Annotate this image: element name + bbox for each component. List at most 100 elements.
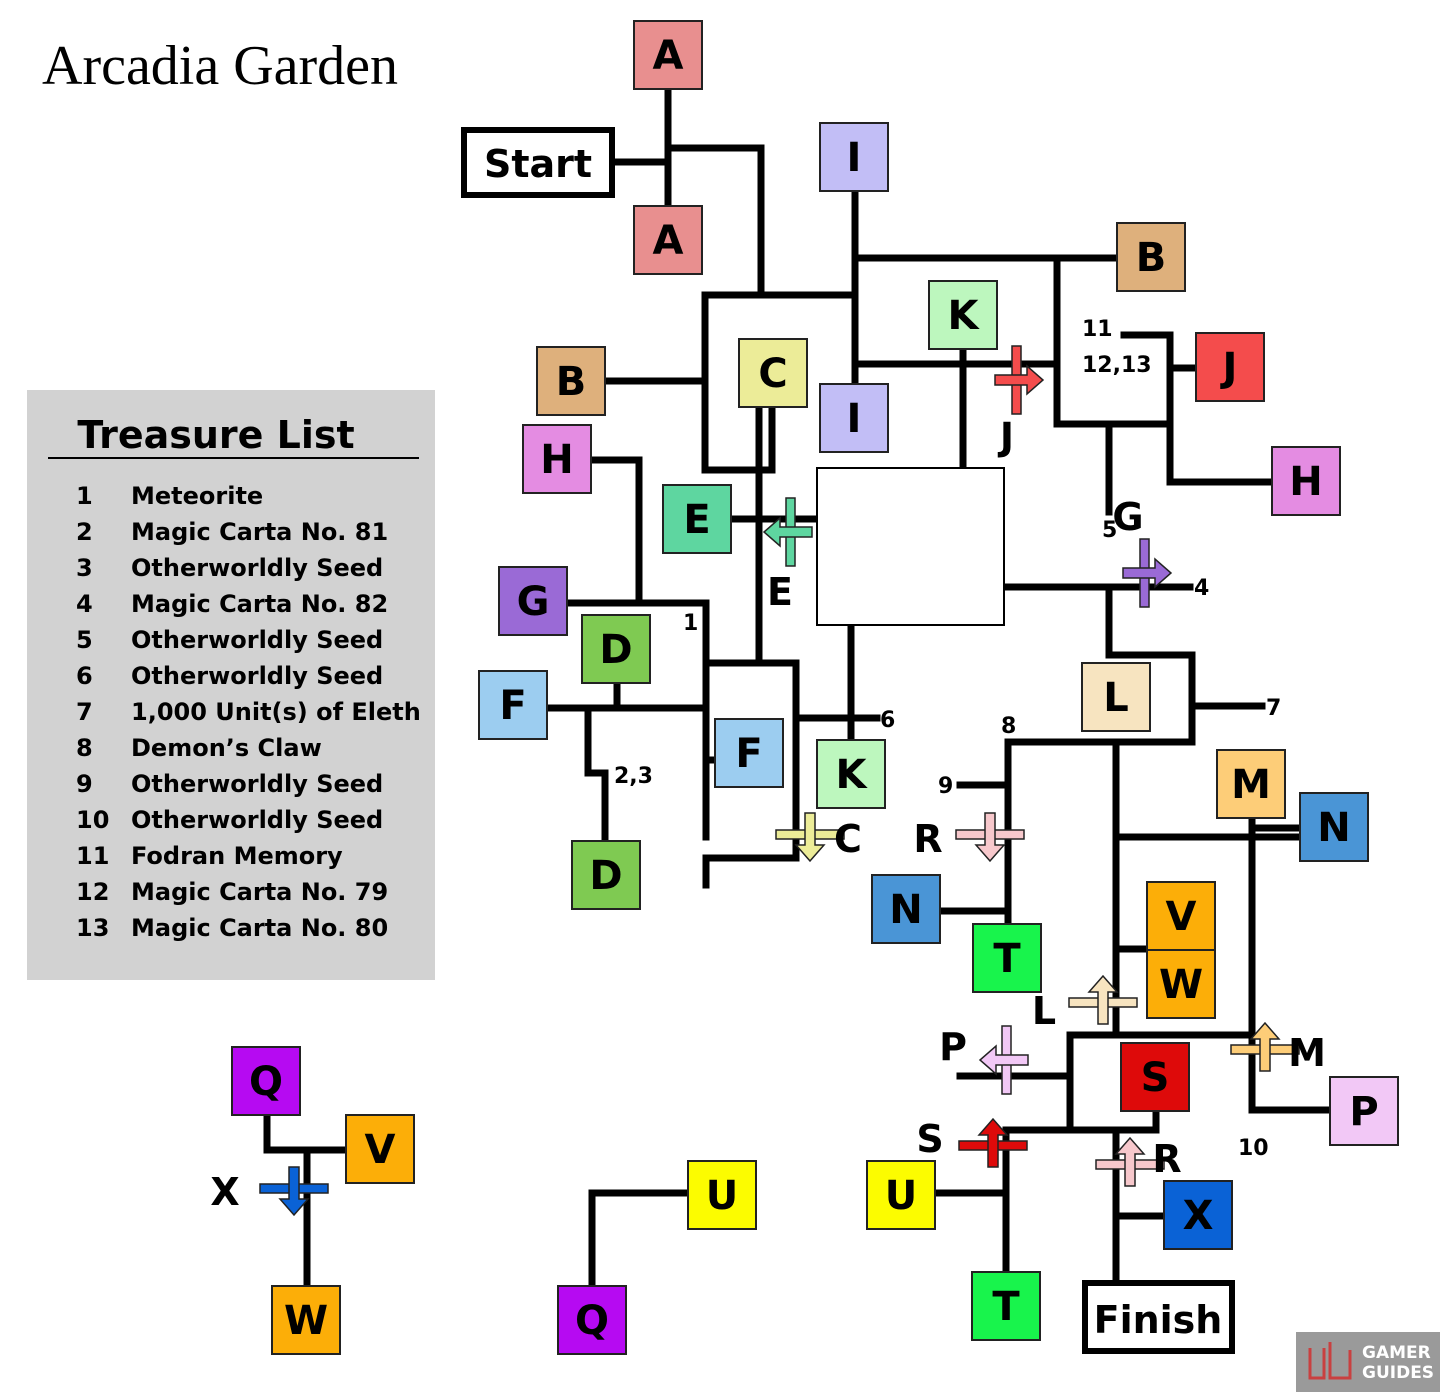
treasure-item-name: Magic Carta No. 82 (131, 590, 388, 618)
room-label: X (1183, 1193, 1214, 1239)
room-c: C (738, 338, 808, 408)
treasure-item-name: Otherworldly Seed (131, 806, 383, 834)
treasure-item-name: Magic Carta No. 80 (131, 914, 388, 942)
start-room: Start (461, 127, 615, 198)
room-label: T (992, 1284, 1020, 1330)
room-l: L (1081, 662, 1151, 732)
marker-11: 11 (1082, 317, 1113, 342)
room-label: E (683, 497, 710, 543)
room-f: F (714, 718, 784, 788)
one-way-arrow-m: M (1230, 1021, 1326, 1075)
central-chamber (816, 467, 1005, 626)
treasure-item-name: 1,000 Unit(s) of Eleth (131, 698, 421, 726)
room-a: A (633, 205, 703, 275)
room-b: B (536, 346, 606, 416)
marker-7: 7 (1266, 696, 1281, 721)
room-label: J (1220, 345, 1238, 391)
room-v: V (1146, 881, 1216, 951)
arrow-label: M (1288, 1031, 1326, 1075)
one-way-arrow-l: L (1032, 974, 1138, 1033)
room-label: D (589, 853, 622, 899)
treasure-item-number: 1 (76, 482, 93, 510)
treasure-markers: 1 2,3 4 5 6 7 8 9 10 11 12,13 (614, 317, 1281, 1161)
room-label: T (993, 936, 1021, 982)
arrow-label: S (916, 1117, 943, 1161)
arrow-label: R (913, 817, 942, 861)
treasure-item-number: 9 (76, 770, 93, 798)
arrow-label: J (997, 415, 1014, 459)
finish-room: Finish (1082, 1280, 1235, 1354)
arrow-left-icon (762, 497, 813, 567)
room-m: M (1216, 749, 1286, 819)
marker-2-3: 2,3 (614, 764, 653, 789)
marker-8: 8 (1001, 714, 1016, 739)
arrow-label: L (1032, 989, 1056, 1033)
room-label: N (1317, 805, 1350, 851)
marker-1: 1 (683, 611, 698, 636)
arrow-up-icon (1068, 974, 1138, 1025)
room-i: I (819, 122, 889, 192)
room-label: I (847, 396, 862, 442)
room-p: P (1329, 1076, 1399, 1146)
gg-logo-icon (1308, 1342, 1352, 1380)
treasure-item: 1 Meteorite (76, 482, 263, 510)
marker-6: 6 (880, 708, 895, 733)
map-title: Arcadia Garden (42, 35, 398, 97)
treasure-item-number: 11 (76, 842, 109, 870)
arrow-label: P (939, 1025, 967, 1069)
room-label: F (499, 683, 526, 729)
room-a: A (633, 20, 703, 90)
arrow-up-icon (958, 1117, 1028, 1168)
one-way-arrow-r: R (913, 812, 1025, 863)
room-t: T (972, 923, 1042, 993)
arrow-down-icon (259, 1166, 329, 1217)
treasure-item: 4 Magic Carta No. 82 (76, 590, 388, 618)
treasure-item-number: 8 (76, 734, 93, 762)
room-k: K (816, 739, 886, 809)
treasure-item-number: 3 (76, 554, 93, 582)
treasure-item-number: 7 (76, 698, 93, 726)
arrow-label: X (210, 1170, 239, 1214)
one-way-arrow-s: S (916, 1117, 1028, 1168)
arrow-up-icon (1230, 1021, 1300, 1072)
treasure-item-number: 5 (76, 626, 93, 654)
one-way-arrow-e: E (762, 497, 813, 614)
treasure-item-number: 4 (76, 590, 93, 618)
room-q: Q (557, 1285, 627, 1355)
room-label: K (948, 293, 981, 339)
room-label: C (758, 351, 787, 397)
one-way-arrow-r: R (1095, 1136, 1182, 1187)
finish-label: Finish (1094, 1298, 1223, 1342)
room-w: W (271, 1285, 341, 1355)
room-d: D (571, 840, 641, 910)
arrow-down-icon (775, 812, 845, 863)
marker-10: 10 (1238, 1136, 1269, 1161)
arrow-up-icon (1095, 1136, 1165, 1187)
arrow-label: R (1152, 1137, 1181, 1181)
room-d: D (581, 614, 651, 684)
logo-line2: GUIDES (1362, 1363, 1434, 1383)
treasure-item-name: Meteorite (131, 482, 263, 510)
one-way-arrow-c: C (775, 812, 862, 863)
room-label: A (653, 218, 684, 264)
room-j: J (1195, 332, 1265, 402)
treasure-list-heading: Treasure List (77, 413, 354, 457)
room-label: H (540, 437, 573, 483)
treasure-item-number: 2 (76, 518, 93, 546)
treasure-item-name: Otherworldly Seed (131, 626, 383, 654)
one-way-arrow-j: J (994, 345, 1045, 459)
room-v: V (345, 1114, 415, 1184)
room-label: A (653, 33, 684, 79)
arrow-label: C (834, 817, 862, 861)
marker-4: 4 (1194, 576, 1209, 601)
room-e: E (662, 484, 732, 554)
one-way-arrow-g: G (1112, 495, 1173, 608)
room-label: D (599, 627, 632, 673)
